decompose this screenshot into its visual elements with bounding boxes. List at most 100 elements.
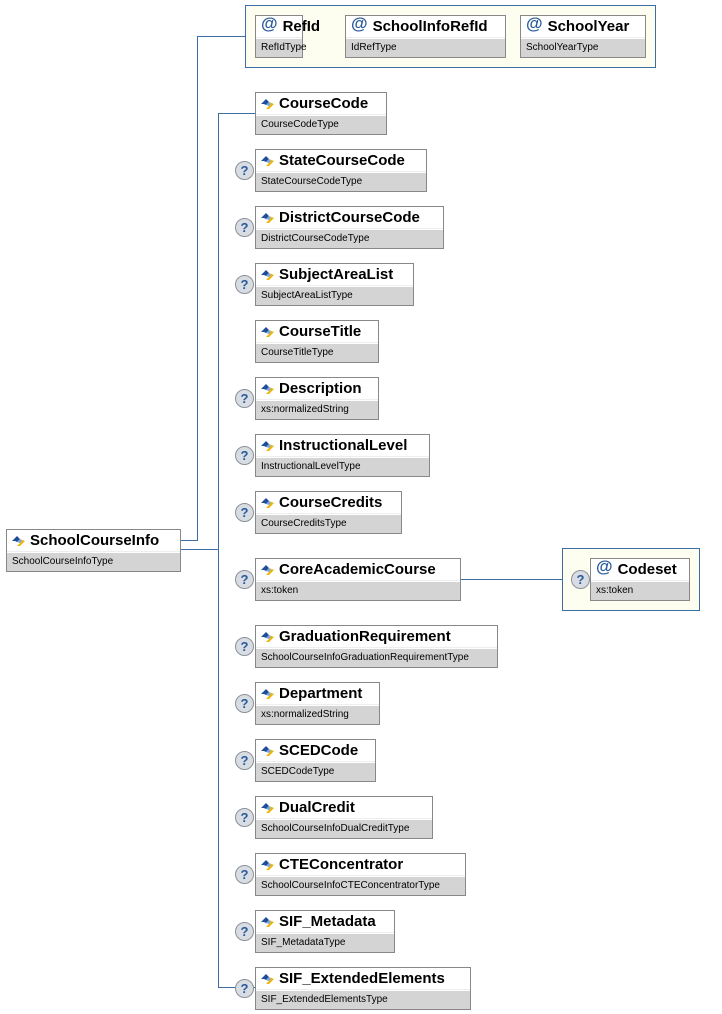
element-icon — [12, 535, 25, 546]
element-type: SchoolCourseInfoType — [7, 553, 180, 571]
optional-icon: ? — [235, 161, 254, 180]
element-icon — [261, 859, 274, 870]
element-name: Department — [279, 685, 363, 702]
element-type: xs:normalizedString — [256, 401, 378, 419]
element-name: CourseTitle — [279, 323, 362, 340]
attribute-type: IdRefType — [346, 39, 505, 57]
element-icon — [261, 688, 274, 699]
element-name: SubjectAreaList — [279, 266, 394, 283]
optional-icon: ? — [235, 218, 254, 237]
optional-icon: ? — [235, 979, 254, 998]
element-icon — [261, 326, 274, 337]
optional-icon: ? — [235, 570, 254, 589]
element-name: CTEConcentrator — [279, 856, 404, 873]
attribute-icon: @ — [351, 13, 368, 33]
element-name: CoreAcademicCourse — [279, 561, 436, 578]
element-type: CourseCodeType — [256, 116, 386, 134]
element-icon — [261, 973, 274, 984]
attribute-schoolyear[interactable]: @SchoolYear SchoolYearType — [520, 13, 646, 58]
element-icon — [261, 745, 274, 756]
element-department[interactable]: Department xs:normalizedString — [255, 682, 380, 725]
element-icon — [261, 631, 274, 642]
element-type: SchoolCourseInfoDualCreditType — [256, 820, 432, 838]
element-icon — [261, 564, 274, 575]
element-name: CourseCredits — [279, 494, 383, 511]
element-type: SchoolCourseInfoCTEConcentratorType — [256, 877, 465, 895]
element-name: SchoolCourseInfo — [30, 532, 160, 549]
element-name: GraduationRequirement — [279, 628, 451, 645]
connector — [218, 113, 219, 988]
element-type: SchoolCourseInfoGraduationRequirementTyp… — [256, 649, 497, 667]
element-name: DualCredit — [279, 799, 355, 816]
optional-icon: ? — [571, 570, 590, 589]
attribute-icon: @ — [596, 556, 613, 576]
attribute-schoolinforefid[interactable]: @SchoolInfoRefId IdRefType — [345, 13, 506, 58]
element-icon — [261, 916, 274, 927]
element-icon — [261, 269, 274, 280]
attribute-name: SchoolInfoRefId — [372, 18, 488, 35]
element-name: CourseCode — [279, 95, 369, 112]
element-description[interactable]: Description xs:normalizedString — [255, 377, 379, 420]
element-type: CourseCreditsType — [256, 515, 401, 533]
connector — [197, 36, 198, 541]
attribute-icon: @ — [526, 13, 543, 33]
connector — [197, 36, 245, 37]
element-type: DistrictCourseCodeType — [256, 230, 443, 248]
connector — [218, 113, 255, 114]
element-type: CourseTitleType — [256, 344, 378, 362]
element-icon — [261, 802, 274, 813]
element-coreacademiccourse[interactable]: CoreAcademicCourse xs:token — [255, 558, 461, 601]
element-name: DistrictCourseCode — [279, 209, 420, 226]
element-type: SIF_MetadataType — [256, 934, 394, 952]
root-element[interactable]: SchoolCourseInfo SchoolCourseInfoType — [6, 529, 181, 572]
attribute-name: Codeset — [617, 561, 677, 578]
element-type: SubjectAreaListType — [256, 287, 413, 305]
element-type: xs:normalizedString — [256, 706, 379, 724]
optional-icon: ? — [235, 751, 254, 770]
element-icon — [261, 155, 274, 166]
optional-icon: ? — [235, 694, 254, 713]
optional-icon: ? — [235, 503, 254, 522]
optional-icon: ? — [235, 389, 254, 408]
attribute-name: SchoolYear — [547, 18, 630, 35]
element-name: Description — [279, 380, 362, 397]
connector — [180, 549, 218, 550]
attribute-type: xs:token — [591, 582, 689, 600]
element-type: xs:token — [256, 582, 460, 600]
element-icon — [261, 440, 274, 451]
element-name: SCEDCode — [279, 742, 359, 759]
element-type: SCEDCodeType — [256, 763, 375, 781]
optional-icon: ? — [235, 808, 254, 827]
optional-icon: ? — [235, 865, 254, 884]
element-icon — [261, 212, 274, 223]
element-name: InstructionalLevel — [279, 437, 408, 454]
attribute-type: SchoolYearType — [521, 39, 645, 57]
optional-icon: ? — [235, 637, 254, 656]
element-name: SIF_ExtendedElements — [279, 970, 445, 987]
attribute-refid[interactable]: @RefId RefIdType — [255, 13, 320, 58]
connector — [180, 540, 198, 541]
element-name: SIF_Metadata — [279, 913, 376, 930]
attribute-type: RefIdType — [256, 39, 307, 57]
attribute-codeset[interactable]: @Codeset xs:token — [590, 556, 690, 601]
element-type: InstructionalLevelType — [256, 458, 429, 476]
element-name: StateCourseCode — [279, 152, 405, 169]
element-icon — [261, 497, 274, 508]
element-type: SIF_ExtendedElementsType — [256, 991, 470, 1009]
attribute-icon: @ — [261, 13, 278, 33]
element-type: StateCourseCodeType — [256, 173, 426, 191]
connector — [460, 579, 562, 580]
